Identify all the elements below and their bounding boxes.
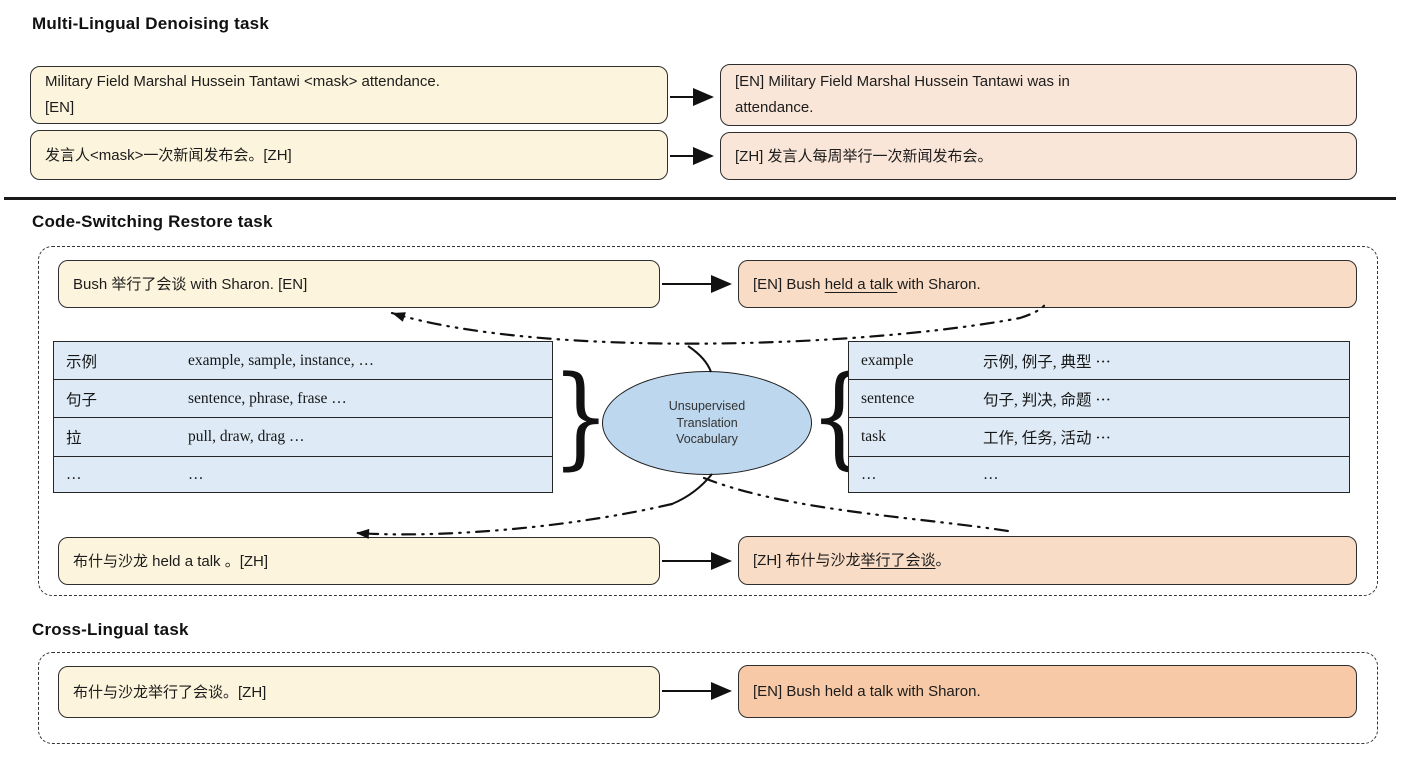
curly-brace-left-icon: { bbox=[809, 353, 869, 482]
table-cell: example bbox=[861, 351, 914, 369]
table-row: 示例 example, sample, instance, … bbox=[54, 342, 552, 379]
ellipse-label-line2: Translation bbox=[676, 415, 738, 430]
cs-output-en-text: [EN] Bush held a talk with Sharon. bbox=[753, 274, 981, 295]
cs-input-en-box: Bush 举行了会谈 with Sharon. [EN] bbox=[58, 260, 660, 308]
en-zh-vocab-table: example 示例, 例子, 典型 ⋯ sentence 句子, 判决, 命题… bbox=[848, 341, 1350, 493]
ellipse-label-line1: Unsupervised bbox=[668, 399, 746, 414]
unsupervised-translation-vocabulary-ellipse: Unsupervised Translation Vocabulary bbox=[602, 371, 812, 475]
table-cell: pull, draw, drag … bbox=[188, 427, 305, 445]
cs-output-en-suffix: with Sharon. bbox=[897, 275, 981, 293]
table-cell: 句子, 判决, 命题 ⋯ bbox=[983, 391, 1111, 409]
cs-output-zh-box: [ZH] 布什与沙龙举行了会谈。 bbox=[738, 536, 1357, 585]
table-cell: 工作, 任务, 活动 ⋯ bbox=[983, 429, 1111, 447]
table-cell: task bbox=[861, 427, 886, 445]
denoising-output-zh-text: [ZH] 发言人每周举行一次新闻发布会。 bbox=[735, 147, 993, 165]
cs-input-zh-box: 布什与沙龙 held a talk 。[ZH] bbox=[58, 537, 660, 585]
table-row: sentence 句子, 判决, 命题 ⋯ bbox=[849, 379, 1349, 417]
section-title-cross-lingual: Cross-Lingual task bbox=[32, 620, 189, 639]
table-cell: … bbox=[188, 466, 204, 484]
section-title-code-switching: Code-Switching Restore task bbox=[32, 212, 273, 231]
curly-brace-right-icon: } bbox=[551, 353, 611, 482]
table-cell: sentence bbox=[861, 389, 915, 407]
table-cell: example, sample, instance, … bbox=[188, 351, 374, 369]
section-divider-line bbox=[4, 197, 1396, 200]
cs-output-zh-underlined: 举行了会谈 bbox=[860, 552, 936, 569]
cl-input-zh-box: 布什与沙龙举行了会谈。[ZH] bbox=[58, 666, 660, 718]
table-cell: 句子 bbox=[66, 391, 98, 409]
cl-output-en-box: [EN] Bush held a talk with Sharon. bbox=[738, 665, 1357, 718]
zh-en-vocab-table: 示例 example, sample, instance, … 句子 sente… bbox=[53, 341, 553, 493]
table-cell: 示例, 例子, 典型 ⋯ bbox=[983, 353, 1111, 371]
cl-input-zh-text: 布什与沙龙举行了会谈。[ZH] bbox=[73, 683, 267, 701]
denoising-output-en-line2: attendance. bbox=[735, 99, 814, 116]
denoising-input-zh-box: 发言人<mask>一次新闻发布会。[ZH] bbox=[30, 130, 668, 180]
table-cell: sentence, phrase, frase … bbox=[188, 389, 347, 407]
ellipse-label-line3: Vocabulary bbox=[676, 432, 738, 447]
cs-output-zh-prefix: [ZH] 布什与沙龙 bbox=[753, 552, 861, 569]
denoising-input-en-line1: Military Field Marshal Hussein Tantawi <… bbox=[45, 72, 440, 90]
table-cell: … bbox=[861, 466, 877, 484]
table-row: task 工作, 任务, 活动 ⋯ bbox=[849, 417, 1349, 455]
cs-input-en-text: Bush 举行了会谈 with Sharon. [EN] bbox=[73, 275, 308, 293]
cs-output-en-prefix: [EN] Bush bbox=[753, 275, 825, 293]
cross-lingual-dashed-frame bbox=[38, 652, 1378, 744]
table-cell: 拉 bbox=[66, 429, 82, 447]
cs-output-zh-text: [ZH] 布什与沙龙举行了会谈。 bbox=[753, 550, 951, 571]
table-row: 拉 pull, draw, drag … bbox=[54, 417, 552, 455]
cs-output-zh-suffix: 。 bbox=[935, 552, 951, 569]
table-cell: … bbox=[983, 466, 999, 484]
denoising-input-en-line2: [EN] bbox=[45, 99, 75, 116]
table-row: … … bbox=[54, 455, 552, 494]
table-row: 句子 sentence, phrase, frase … bbox=[54, 379, 552, 417]
table-row: … … bbox=[849, 455, 1349, 494]
table-cell: … bbox=[66, 466, 82, 484]
cs-output-en-box: [EN] Bush held a talk with Sharon. bbox=[738, 260, 1357, 308]
denoising-output-en-line1: [EN] Military Field Marshal Hussein Tant… bbox=[735, 72, 1070, 90]
denoising-input-zh-text: 发言人<mask>一次新闻发布会。[ZH] bbox=[45, 146, 292, 164]
cl-output-en-text: [EN] Bush held a talk with Sharon. bbox=[753, 683, 981, 700]
cs-input-zh-text: 布什与沙龙 held a talk 。[ZH] bbox=[73, 552, 269, 570]
denoising-output-zh-box: [ZH] 发言人每周举行一次新闻发布会。 bbox=[720, 132, 1357, 180]
table-row: example 示例, 例子, 典型 ⋯ bbox=[849, 342, 1349, 379]
cs-output-en-underlined: held a talk bbox=[824, 275, 898, 293]
denoising-output-en-box: [EN] Military Field Marshal Hussein Tant… bbox=[720, 64, 1357, 126]
denoising-input-en-box: Military Field Marshal Hussein Tantawi <… bbox=[30, 66, 668, 124]
table-cell: 示例 bbox=[66, 353, 98, 371]
code-switching-dashed-frame bbox=[38, 246, 1378, 596]
section-title-denoising: Multi-Lingual Denoising task bbox=[32, 14, 269, 33]
